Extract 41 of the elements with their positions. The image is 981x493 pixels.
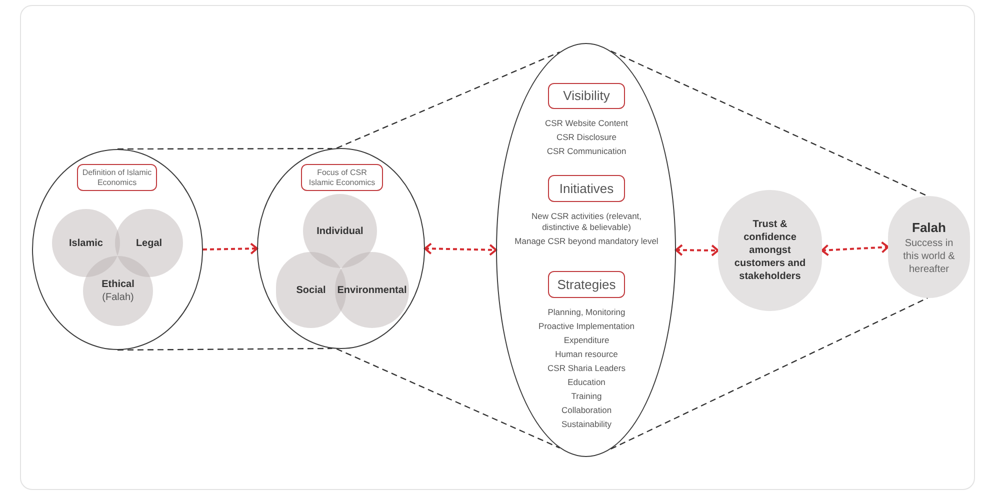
circle-label: Individual	[316, 224, 364, 238]
circle-label: Ethical	[102, 278, 134, 291]
list-item: Collaboration	[561, 405, 612, 416]
heading-tag: Definition of Islamic Economics	[77, 164, 157, 191]
arrow	[675, 244, 719, 256]
list-item: CSR Disclosure	[556, 132, 616, 143]
circle-label: Islamic	[69, 236, 103, 250]
list-item: Manage CSR beyond mandatory level	[514, 236, 658, 247]
list-item: Human resource	[555, 349, 618, 360]
list-item: Training	[571, 391, 602, 402]
circle-label: Legal	[136, 236, 162, 250]
list-item: Planning, Monitoring	[548, 307, 626, 318]
zoom-line	[336, 348, 560, 448]
heading-tag: Strategies	[548, 271, 625, 298]
zoom-line	[118, 148, 332, 150]
zoom-line	[610, 297, 928, 450]
heading-tag: Initiatives	[548, 175, 625, 202]
list-item: CSR Sharia Leaders	[548, 363, 626, 374]
circle-description: Success in this world & hereafter	[902, 237, 956, 276]
list-item: CSR Communication	[546, 146, 626, 157]
list-item: CSR Website Content	[545, 118, 628, 129]
list-item: Expenditure	[564, 335, 610, 346]
circle-title: Falah	[912, 218, 946, 237]
arrow	[424, 242, 497, 256]
zoom-line	[118, 348, 332, 351]
ellipse-frame	[257, 148, 425, 349]
arrow	[202, 242, 258, 255]
ellipse-frame	[32, 149, 203, 350]
circle-label: Environmental	[337, 284, 407, 296]
zoom-line	[336, 52, 560, 149]
ellipse-frame	[496, 43, 676, 457]
list-item: New CSR activities (relevant, distinctive & believable)	[530, 211, 643, 233]
arrow	[821, 241, 889, 256]
list-item: Education	[568, 377, 606, 388]
circle-note: (Falah)	[102, 291, 134, 304]
zoom-line	[610, 50, 928, 197]
circle-label: Social	[296, 284, 326, 296]
list-item: Sustainability	[561, 419, 612, 430]
list-item: Proactive Implementation	[538, 321, 634, 332]
heading-tag: Visibility	[548, 83, 625, 109]
heading-tag: Focus of CSR Islamic Economics	[301, 164, 383, 191]
